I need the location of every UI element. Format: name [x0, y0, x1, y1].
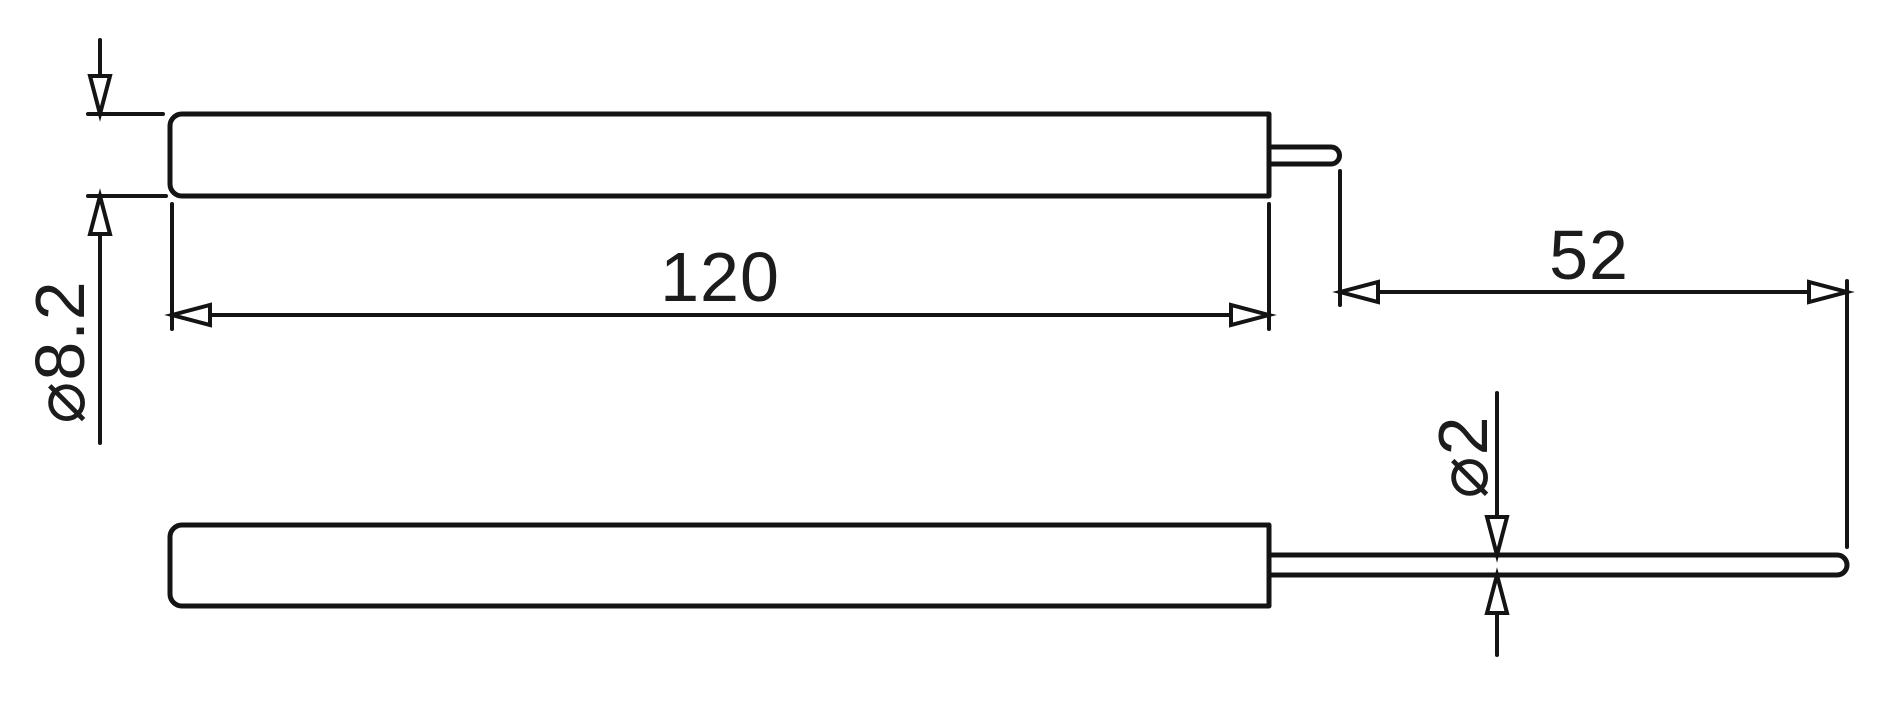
body-outline-bottom-view: [167, 522, 1272, 609]
dim-body-length: 120: [164, 202, 1277, 331]
body-outline-top-view: [167, 111, 1272, 199]
body-diameter-arrowhead-lower: [87, 188, 113, 236]
terminal-pin: [1269, 144, 1342, 167]
lead-wire: [1269, 552, 1850, 578]
lead-diameter-arrowhead-upper: [1484, 515, 1510, 563]
body-diameter-label: ⌀8.2: [21, 280, 99, 423]
body-length-arrowhead-left: [164, 302, 212, 328]
dim-body-diameter: ⌀8.2: [21, 38, 168, 445]
view-top: [167, 111, 1342, 199]
lead-length-arrowhead-right: [1807, 279, 1855, 305]
lead-length-label: 52: [1549, 216, 1629, 294]
lead-length-arrowhead-left: [1332, 279, 1380, 305]
lead-diameter-arrowhead-lower: [1484, 567, 1510, 615]
dim-lead-diameter: ⌀2: [1424, 391, 1510, 657]
lead-diameter-label: ⌀2: [1424, 415, 1502, 498]
body-diameter-arrowhead-upper: [87, 74, 113, 122]
body-length-arrowhead-right: [1229, 302, 1277, 328]
dim-lead-length: 52: [1332, 169, 1855, 549]
view-bottom: [167, 522, 1850, 609]
body-length-label: 120: [660, 238, 780, 316]
